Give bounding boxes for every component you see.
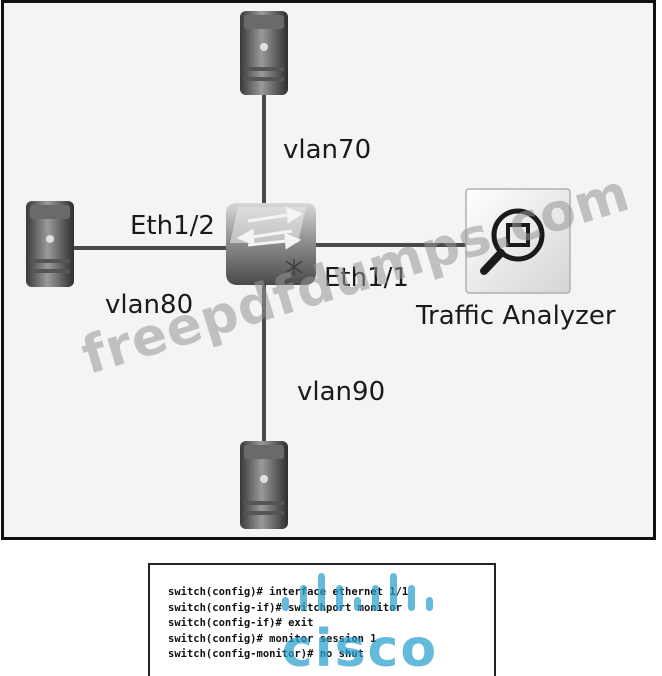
server-icon-vlan90 xyxy=(240,441,288,529)
label-vlan70: vlan70 xyxy=(283,135,372,165)
label-vlan80: vlan80 xyxy=(105,290,194,320)
label-eth1-1: Eth1/1 xyxy=(324,263,409,293)
server-icon-vlan80 xyxy=(26,201,74,287)
cli-config-box: switch(config)# interface ethernet 1/1 s… xyxy=(148,563,496,676)
cli-line: switch(config-if)# exit xyxy=(168,617,314,630)
cli-line: switch(config)# monitor session 1 xyxy=(168,632,377,645)
label-traffic-analyzer: Traffic Analyzer xyxy=(416,301,616,331)
link-lines xyxy=(74,93,468,443)
topology-graphic xyxy=(26,11,571,529)
cli-line: switch(config-if)# switchport monitor xyxy=(168,601,402,614)
server-icon-vlan70 xyxy=(240,11,288,95)
network-diagram: vlan70 Eth1/2 vlan80 Eth1/1 Traffic Anal… xyxy=(1,0,656,540)
switch-icon xyxy=(226,203,316,285)
cli-line: switch(config-monitor)# no shut xyxy=(168,648,364,661)
label-eth1-2: Eth1/2 xyxy=(130,211,215,241)
cli-lines: switch(config)# interface ethernet 1/1 s… xyxy=(168,585,408,663)
cli-line: switch(config)# interface ethernet 1/1 xyxy=(168,586,409,598)
traffic-analyzer-icon xyxy=(465,188,571,294)
label-vlan90: vlan90 xyxy=(297,377,386,407)
